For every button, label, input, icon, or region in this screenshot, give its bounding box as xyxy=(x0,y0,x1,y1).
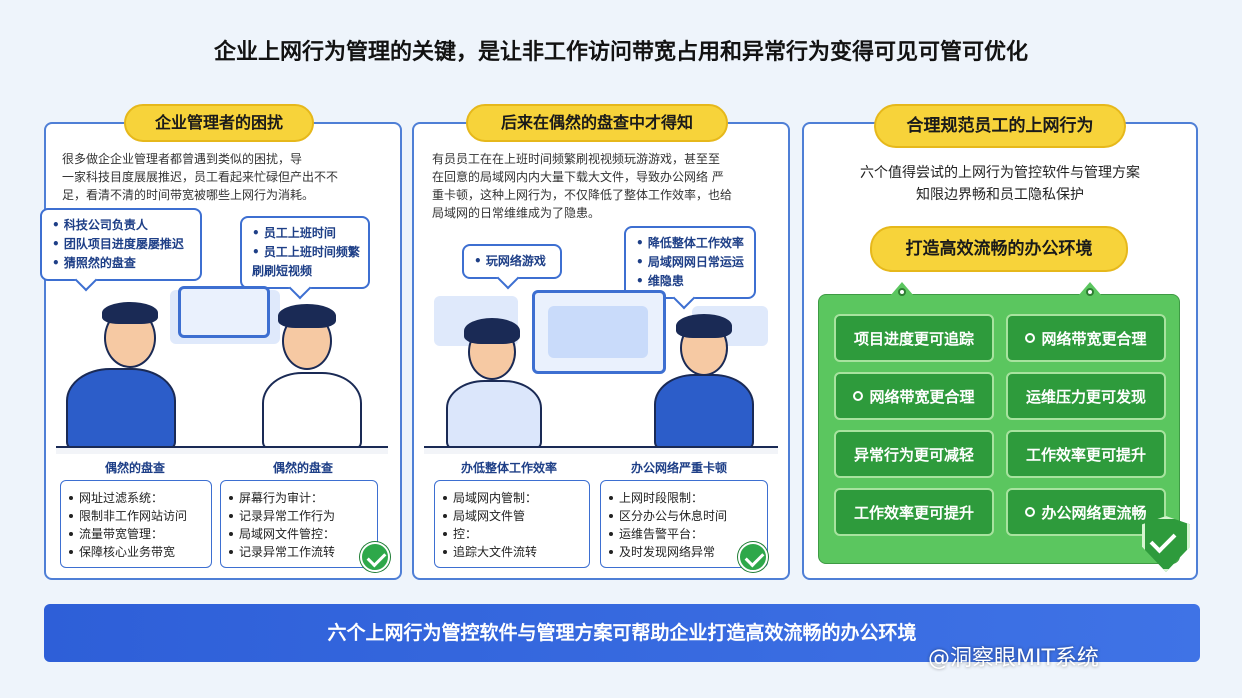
card-line: 网址过滤系统： xyxy=(69,489,203,507)
panel2-bubble-left: • 玩网络游戏 xyxy=(462,244,562,279)
panel1-intro: 很多做企企业管理者都曾遇到类似的困扰，导 一家科技目度展展推迟，员工看起来忙碌但… xyxy=(62,150,392,204)
benefit-ops-pressure: 运维压力更可发现 xyxy=(1006,372,1166,420)
card-line: 记录异常工作行为 xyxy=(229,507,369,525)
worker-hair xyxy=(464,318,520,344)
benefit-bandwidth-2: 网络带宽更合理 xyxy=(834,372,994,420)
manager-figure xyxy=(66,368,176,450)
benefit-label: 异常行为更可减轻 xyxy=(853,445,974,464)
panel3-subtitle: 六个值得尝试的上网行为管控软件与管理方案 知限边界畅和员工隐私保护 xyxy=(802,162,1198,206)
manager-hair xyxy=(102,302,158,324)
card-line: 追踪大文件流转 xyxy=(443,543,581,561)
panel1-label-right: 偶然的盘查 xyxy=(272,461,333,475)
board-ring xyxy=(898,288,906,296)
benefit-efficiency: 工作效率更可提升 xyxy=(1006,430,1166,478)
benefit-bandwidth: 网络带宽更合理 xyxy=(1006,314,1166,362)
card-line: 运维告警平台： xyxy=(609,525,759,543)
benefit-label: 工作效率更可提升 xyxy=(853,503,974,522)
check-icon xyxy=(360,542,390,572)
panel2-label-right: 办公网络严重卡顿 xyxy=(630,461,727,475)
benefit-label: 工作效率更可提升 xyxy=(1025,445,1146,464)
subtitle-line: 六个值得尝试的上网行为管控软件与管理方案 xyxy=(860,165,1140,181)
card-line: 限制非工作网站访问 xyxy=(69,507,203,525)
panel2-bubble-right: • 降低整体工作效率 • 局域网网日常运运 • 维隐患 xyxy=(624,226,756,299)
card-line: 保障核心业务带宽 xyxy=(69,543,203,561)
employee-hair xyxy=(278,304,336,328)
panel1-card-right: 屏幕行为审计： 记录异常工作行为 局域网文件管控： 记录异常工作流转 xyxy=(220,480,378,568)
panel3-pill-efficient: 打造高效流畅的办公环境 xyxy=(870,226,1128,272)
card-line: 区分办公与休息时间 xyxy=(609,507,759,525)
page-title: 企业上网行为管理的关键，是让非工作访问带宽占用和异常行为变得可见可管可优化 xyxy=(213,40,1028,65)
intro-line: 一家科技目度展展推迟，员工看起来忙碌但产出不不 xyxy=(62,170,339,184)
intro-line: 在回意的局域网内内大量下载大文件，导致办公网络 严 xyxy=(432,170,724,184)
card-line: 及时发现网络异常 xyxy=(609,543,759,561)
card-line: 局域网文件管控： xyxy=(229,525,369,543)
check-icon xyxy=(738,542,768,572)
bubble-row: • 员工上班时间 xyxy=(252,226,336,240)
benefit-label: 网络带宽更合理 xyxy=(869,387,975,406)
card-line: 屏幕行为审计： xyxy=(229,489,369,507)
bubble-row: • 局域网网日常运运 xyxy=(636,255,744,269)
bubble-row: • 维隐患 xyxy=(636,274,684,288)
bubble-row: 刷刷短视频 xyxy=(252,264,313,278)
monitor-icon xyxy=(178,286,270,338)
panel1-label-left: 偶然的盘查 xyxy=(104,461,165,475)
benefit-efficiency-2: 工作效率更可提升 xyxy=(834,488,994,536)
benefit-project-progress: 项目进度更可追踪 xyxy=(834,314,994,362)
benefit-label: 办公网络更流畅 xyxy=(1041,503,1147,522)
card-line: 局域网内管制： xyxy=(443,489,581,507)
intro-line: 足，看清不清的时间带宽被哪些上网行为消耗。 xyxy=(62,188,315,202)
benefit-smooth-network: 办公网络更流畅 xyxy=(1006,488,1166,536)
dot-icon xyxy=(853,391,864,401)
benefit-label: 项目进度更可追踪 xyxy=(853,329,974,348)
benefit-label: 运维压力更可发现 xyxy=(1025,387,1146,406)
panel2-card-left: 局域网内管制： 局域网文件管 控： 追踪大文件流转 xyxy=(434,480,590,568)
bottom-banner: 六个上网行为管控软件与管理方案可帮助企业打造高效流畅的办公环境 xyxy=(44,604,1200,662)
subtitle-line: 知限边界畅和员工隐私保护 xyxy=(916,187,1084,203)
board-ring xyxy=(1086,288,1094,296)
card-line: 上网时段限制： xyxy=(609,489,759,507)
benefit-label: 网络带宽更合理 xyxy=(1041,329,1147,348)
chart-illustration xyxy=(548,306,648,358)
intro-line: 很多做企企业管理者都曾遇到类似的困扰，导 xyxy=(62,152,303,166)
colleague-hair xyxy=(676,314,732,338)
bubble-row: • 猜照然的盘查 xyxy=(52,256,136,270)
desk xyxy=(424,446,778,454)
bubble-row: • 员工上班时间频繁 xyxy=(252,245,360,259)
panel1-bubble-right: • 员工上班时间 • 员工上班时间频繁 刷刷短视频 xyxy=(240,216,370,289)
watermark: @洞察眼MIT系统 xyxy=(928,646,1099,671)
card-line: 控： xyxy=(443,525,581,543)
dot-icon xyxy=(1025,333,1036,343)
card-line: 记录异常工作流转 xyxy=(229,543,369,561)
dot-icon xyxy=(1025,507,1036,517)
panel2-pill: 后来在偶然的盘查中才得知 xyxy=(466,104,728,142)
panel1-bubble-left: • 科技公司负责人 • 团队项目进度屡屡推迟 • 猜照然的盘查 xyxy=(40,208,202,281)
worker-figure xyxy=(446,380,542,450)
panel1-card-left: 网址过滤系统： 限制非工作网站访问 流量带宽管理： 保障核心业务带宽 xyxy=(60,480,212,568)
intro-line: 重卡顿，这种上网行为，不仅降低了整体工作效率，也给 xyxy=(432,188,733,202)
panel2-label-left: 办低整体工作效率 xyxy=(460,461,557,475)
card-line: 局域网文件管 xyxy=(443,507,581,525)
panel3-pill: 合理规范员工的上网行为 xyxy=(874,104,1126,148)
desk xyxy=(56,446,388,454)
intro-line: 有员员工在在上班时间频繁刷视视频玩游游戏，甚至至 xyxy=(432,152,721,166)
colleague-figure xyxy=(654,374,754,450)
panel1-pill: 企业管理者的困扰 xyxy=(124,104,314,142)
employee-figure xyxy=(262,372,362,450)
card-line: 流量带宽管理： xyxy=(69,525,203,543)
benefit-anomaly: 异常行为更可减轻 xyxy=(834,430,994,478)
bubble-row: • 科技公司负责人 xyxy=(52,218,148,232)
bubble-row: • 玩网络游戏 xyxy=(474,254,546,268)
panel2-intro: 有员员工在在上班时间频繁刷视视频玩游游戏，甚至至 在回意的局域网内内大量下载大文… xyxy=(432,150,782,222)
bubble-row: • 降低整体工作效率 xyxy=(636,236,744,250)
intro-line: 局域网的日常维维成为了隐患。 xyxy=(432,206,601,220)
bubble-row: • 团队项目进度屡屡推迟 xyxy=(52,237,184,251)
